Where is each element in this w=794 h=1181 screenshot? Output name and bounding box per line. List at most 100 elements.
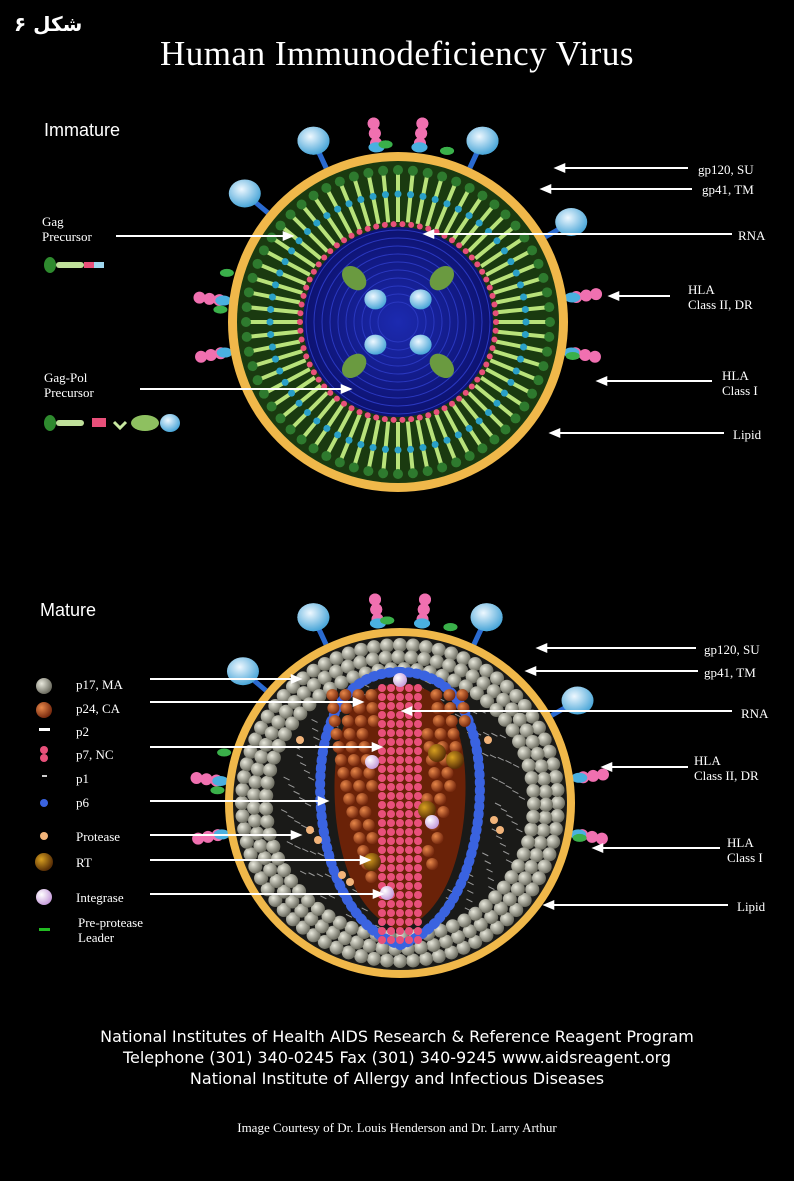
p17-ball bbox=[285, 894, 300, 909]
matrix-fiber bbox=[511, 821, 518, 826]
p17-ball bbox=[253, 838, 268, 853]
p7-nc-ball bbox=[396, 783, 404, 791]
p17-ball bbox=[496, 692, 511, 707]
integrase-ball bbox=[393, 673, 407, 687]
p7-nc-ball bbox=[414, 783, 422, 791]
p7-nc-ball bbox=[414, 873, 422, 881]
ca-domain bbox=[313, 219, 321, 227]
ca-domain bbox=[313, 417, 321, 425]
p7-nc-ball bbox=[396, 720, 404, 728]
matrix-fiber bbox=[491, 776, 498, 781]
p17-ball bbox=[512, 734, 527, 749]
p17-ball bbox=[518, 871, 533, 886]
ca-domain bbox=[500, 389, 508, 397]
matrix-fiber bbox=[482, 852, 489, 857]
p17-ball bbox=[250, 826, 265, 841]
p17-ball bbox=[321, 909, 336, 924]
ca-domain bbox=[521, 305, 529, 313]
p17-ball bbox=[277, 863, 292, 878]
hla-base bbox=[564, 292, 581, 303]
ma-domain bbox=[285, 209, 296, 220]
p17-ball bbox=[534, 759, 549, 774]
p7-nc-ball bbox=[387, 774, 395, 782]
p17-ball bbox=[413, 940, 428, 955]
p7-nc-ball bbox=[414, 792, 422, 800]
rna-segment bbox=[303, 353, 310, 360]
matrix-fiber bbox=[288, 783, 295, 788]
p17-ball bbox=[406, 953, 421, 968]
ma-domain bbox=[243, 346, 254, 357]
rna-segment bbox=[321, 383, 328, 390]
core-ring bbox=[345, 269, 451, 375]
matrix-fiber bbox=[320, 895, 327, 900]
p17-ball bbox=[279, 704, 294, 719]
ma-domain bbox=[296, 199, 307, 210]
label-hla-class-ii: HLA Class II, DR bbox=[688, 282, 753, 312]
ca-domain bbox=[272, 355, 280, 363]
core-ring bbox=[329, 253, 467, 391]
p17-ball bbox=[457, 913, 472, 928]
matrix-fiber bbox=[311, 718, 318, 723]
p7-nc-ball bbox=[387, 684, 395, 692]
matrix-fiber bbox=[482, 752, 489, 757]
p17-ball bbox=[285, 912, 300, 927]
hla-ii-molecule bbox=[213, 305, 228, 314]
rna-segment bbox=[381, 416, 388, 423]
p24-ball bbox=[347, 754, 360, 766]
p17-ball bbox=[456, 940, 471, 955]
rna-segment bbox=[468, 383, 475, 390]
legend-item-label: p6 bbox=[76, 795, 89, 810]
rt-domain bbox=[429, 265, 455, 291]
p17-ball bbox=[431, 642, 446, 657]
ca-domain bbox=[345, 200, 353, 208]
ma-domain bbox=[266, 401, 277, 412]
ma-domain bbox=[241, 331, 252, 342]
legend-swatch bbox=[40, 746, 48, 754]
p24-ball bbox=[456, 689, 469, 701]
ca-domain bbox=[407, 191, 415, 199]
p17-ball bbox=[526, 783, 541, 798]
p7-nc-ball bbox=[405, 720, 413, 728]
p7-nc-ball bbox=[396, 792, 404, 800]
p7-nc-ball bbox=[414, 882, 422, 890]
rt-ball bbox=[418, 801, 436, 819]
label-gag-pol-precursor: Gag-Pol Precursor bbox=[44, 370, 94, 400]
p7-nc-ball bbox=[414, 711, 422, 719]
ma-domain bbox=[285, 424, 296, 435]
p17-ball bbox=[329, 940, 344, 955]
ca-domain bbox=[431, 196, 439, 204]
ma-domain bbox=[266, 232, 277, 243]
p17-ball bbox=[548, 822, 563, 837]
p7-nc-ball bbox=[396, 882, 404, 890]
p17-ball bbox=[247, 800, 262, 815]
hla-molecule bbox=[416, 117, 429, 130]
ma-domain bbox=[247, 272, 258, 283]
matrix-fiber bbox=[287, 814, 294, 819]
p17-ball bbox=[546, 757, 561, 772]
gag-pol-molecules bbox=[341, 265, 455, 379]
p17-ball bbox=[521, 758, 536, 773]
rna-segment bbox=[300, 292, 307, 299]
matrix-fiber bbox=[328, 894, 336, 899]
ma-domain bbox=[363, 466, 374, 477]
p7-nc-ball bbox=[405, 864, 413, 872]
rt-domain bbox=[341, 265, 367, 291]
p17-ball bbox=[266, 839, 281, 854]
matrix-fiber bbox=[467, 889, 474, 894]
ma-domain bbox=[542, 346, 553, 357]
p17-ball bbox=[306, 678, 321, 693]
matrix-fiber bbox=[283, 776, 290, 781]
p24-ball bbox=[363, 767, 376, 779]
p17-ball bbox=[393, 954, 407, 968]
p7-nc-ball bbox=[405, 684, 413, 692]
matrix-fiber bbox=[313, 736, 320, 741]
p7-nc-ball bbox=[414, 918, 422, 926]
ca-domain bbox=[268, 293, 276, 301]
matrix-fiber bbox=[299, 870, 307, 875]
figure-label: شکل ۶ bbox=[14, 12, 83, 36]
ca-domain bbox=[516, 355, 524, 363]
legend-swatch bbox=[40, 799, 48, 807]
rna-segment bbox=[399, 416, 406, 423]
p7-nc-ball bbox=[378, 846, 386, 854]
